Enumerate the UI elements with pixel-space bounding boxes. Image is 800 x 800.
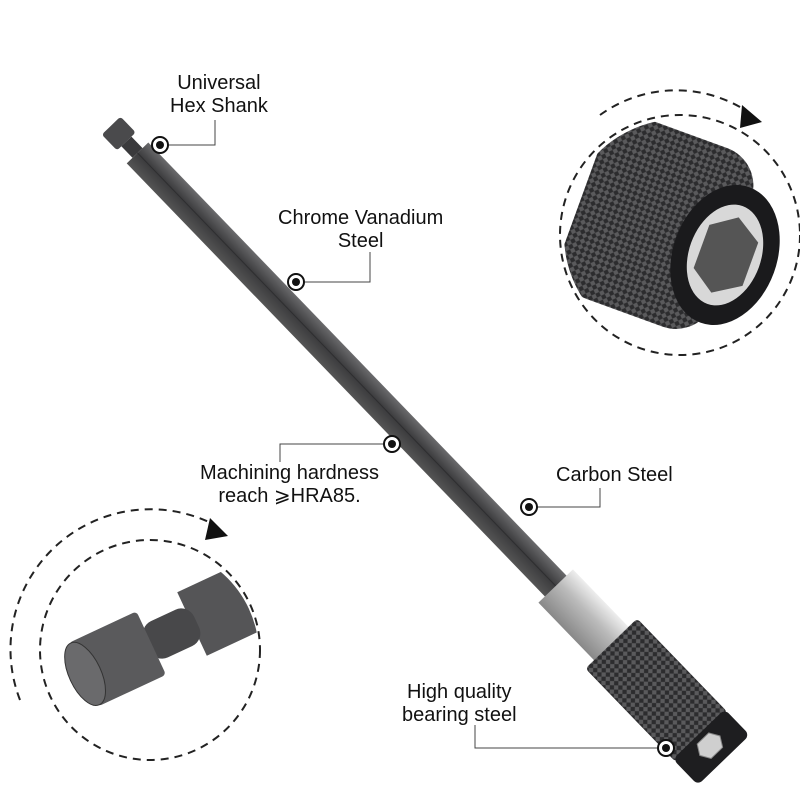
callout-dot-icon — [520, 498, 538, 516]
quick-release-detail — [559, 89, 800, 356]
callout-dot-icon — [287, 273, 305, 291]
label-bearing-steel: High quality bearing steel — [402, 681, 517, 726]
callout-dots — [151, 136, 675, 757]
label-chrome-vanadium: Chrome Vanadium Steel — [278, 207, 444, 252]
label-hardness: Machining hardness reach ⩾HRA85. — [200, 462, 379, 507]
hex-shank-detail — [9, 508, 295, 761]
callout-lines — [160, 120, 666, 749]
label-hex-shank: Universal Hex Shank — [170, 72, 268, 117]
rotate-arrow-icon — [740, 105, 762, 128]
callout-dot-icon — [657, 739, 675, 757]
extension-bit — [102, 117, 748, 783]
rotate-arrow-icon — [205, 518, 228, 540]
callout-dot-icon — [151, 136, 169, 154]
label-carbon-steel: Carbon Steel — [556, 464, 673, 486]
callout-dot-icon — [383, 435, 401, 453]
